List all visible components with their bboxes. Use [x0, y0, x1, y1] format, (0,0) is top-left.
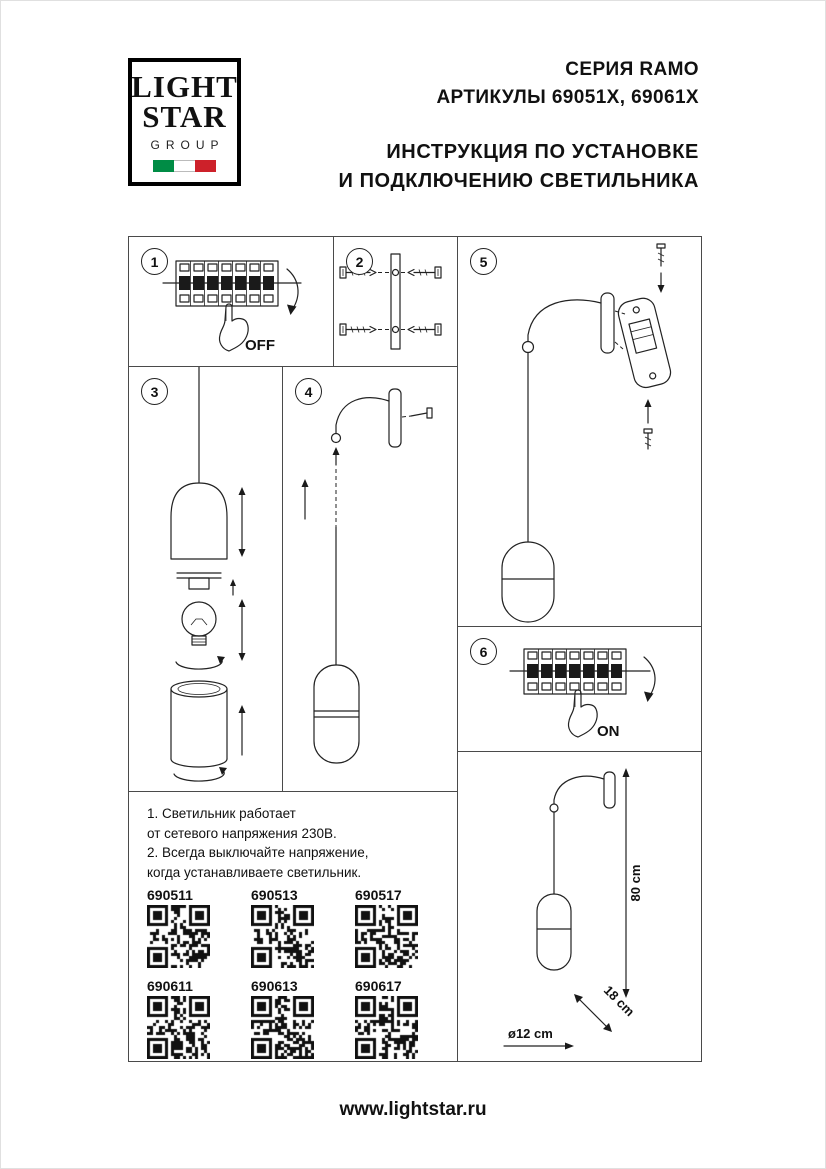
arrow-up-icon — [238, 705, 246, 756]
diameter-label: ø12 cm — [508, 1026, 553, 1041]
step-6-panel: 6 — [457, 626, 702, 752]
article-number: 690511 — [147, 887, 193, 903]
rotate-arrow-icon — [643, 656, 656, 702]
dome-shade-drawing — [170, 482, 228, 560]
logo-word-light: LIGHT — [131, 68, 238, 104]
height-dimension: 80 cm — [622, 768, 643, 998]
hand-icon — [567, 689, 598, 738]
depth-label: 18 cm — [601, 982, 638, 1019]
italian-flag-icon — [153, 160, 216, 173]
rotate-arrow-icon — [286, 268, 299, 315]
arrow-down-icon — [657, 272, 665, 293]
instruction-title-line1: ИНСТРУКЦИЯ ПО УСТАНОВКЕ — [386, 141, 699, 163]
note-line: когда устанавливаете светильник. — [147, 864, 362, 880]
step-3-panel: 3 — [128, 366, 283, 792]
step-5-number: 5 — [479, 253, 488, 270]
screw-icon — [643, 428, 653, 450]
step-4-badge: 4 — [295, 378, 322, 405]
diameter-dimension: ø12 cm — [503, 1026, 574, 1050]
screws-and-bracket-illustration — [339, 253, 442, 350]
screw-icon — [339, 323, 389, 336]
screw-icon — [401, 323, 442, 336]
article-number: 690613 — [251, 978, 298, 994]
qr-code — [251, 996, 314, 1059]
series-title: СЕРИЯ RAMO — [565, 59, 699, 80]
step-2-panel: 2 — [333, 236, 458, 367]
wall-lamp-drawing — [536, 771, 616, 971]
flag-green — [153, 160, 174, 173]
logo-word-star: STAR — [142, 99, 227, 134]
article-number: 690617 — [355, 978, 402, 994]
instruction-title: ИНСТРУКЦИЯ ПО УСТАНОВКЕ И ПОДКЛЮЧЕНИЮ СВ… — [338, 138, 699, 196]
pendant-assembly-illustration — [170, 367, 246, 782]
qr-code — [147, 996, 210, 1059]
dimensions-panel: 80 cm 18 cm ø12 cm — [457, 751, 702, 1062]
cylinder-shade-drawing — [170, 680, 228, 768]
wall-arm-drawing — [330, 388, 402, 448]
step-2-badge: 2 — [346, 248, 373, 275]
logo-word-group: GROUP — [150, 138, 225, 153]
screw-icon — [401, 407, 433, 419]
qr-code — [355, 996, 418, 1059]
step-3-number: 3 — [150, 383, 159, 400]
header-text: СЕРИЯ RAMO АРТИКУЛЫ 69051X, 69061X ИНСТР… — [338, 56, 699, 196]
light-bulb-icon — [181, 601, 217, 646]
on-label: ON — [597, 723, 620, 740]
step-1-number: 1 — [150, 253, 159, 270]
mounting-plate-detail — [617, 297, 672, 389]
step-1-panel: 1 — [128, 236, 334, 367]
arrow-up-icon — [332, 447, 340, 466]
arrow-up-icon — [644, 399, 652, 424]
note-line: от сетевого напряжения 230В. — [147, 825, 337, 841]
rotate-arrow-icon — [173, 767, 227, 782]
socket-fitting-drawing — [176, 572, 236, 596]
double-arrow-icon — [238, 487, 246, 557]
step-4-panel: 4 — [282, 366, 458, 792]
website-link[interactable]: www.lightstar.ru — [339, 1099, 487, 1120]
hand-icon — [218, 303, 249, 352]
wall-lamp-mounting-illustration — [501, 243, 672, 623]
note-line: 1. Светильник работает — [147, 806, 296, 821]
step-3-badge: 3 — [141, 378, 168, 405]
notes-panel: 1. Светильник работает от сетевого напря… — [128, 791, 458, 1062]
step-1-badge: 1 — [141, 248, 168, 275]
flag-red — [195, 160, 216, 173]
qr-code — [251, 905, 314, 968]
article-number: 690517 — [355, 887, 402, 903]
mounting-bracket-icon — [390, 253, 401, 350]
step-6-badge: 6 — [470, 638, 497, 665]
qr-code — [355, 905, 418, 968]
screw-icon — [656, 243, 666, 267]
step-2-number: 2 — [355, 253, 364, 270]
instruction-title-line2: И ПОДКЛЮЧЕНИЮ СВЕТИЛЬНИКА — [338, 170, 699, 192]
step-6-number: 6 — [479, 643, 488, 660]
screw-icon — [401, 266, 442, 279]
double-arrow-icon — [238, 599, 246, 661]
off-label: OFF — [245, 337, 275, 354]
capsule-shade-drawing — [313, 664, 360, 764]
flag-white — [174, 160, 195, 173]
articles-title: АРТИКУЛЫ 69051X, 69061X — [436, 87, 699, 108]
qr-code — [147, 905, 210, 968]
height-label: 80 cm — [628, 865, 643, 902]
circuit-breaker-on-illustration: ON — [509, 648, 656, 740]
article-number: 690611 — [147, 978, 193, 994]
safety-notes: 1. Светильник работает от сетевого напря… — [147, 804, 368, 882]
shade-hanging-illustration — [301, 388, 433, 764]
lightstar-logo: LIGHT STAR GROUP — [128, 58, 241, 186]
step-4-number: 4 — [304, 383, 313, 400]
step-5-panel: 5 — [457, 236, 702, 627]
wall-lamp-drawing — [501, 292, 615, 623]
dimensions-illustration: 80 cm 18 cm ø12 cm — [503, 768, 643, 1050]
rotate-arrow-icon — [175, 656, 225, 670]
note-line: 2. Всегда выключайте напряжение, — [147, 845, 369, 860]
step-5-badge: 5 — [470, 248, 497, 275]
arrow-up-icon — [301, 479, 309, 520]
circuit-breaker-off-illustration: OFF — [162, 260, 302, 354]
article-number: 690513 — [251, 887, 298, 903]
